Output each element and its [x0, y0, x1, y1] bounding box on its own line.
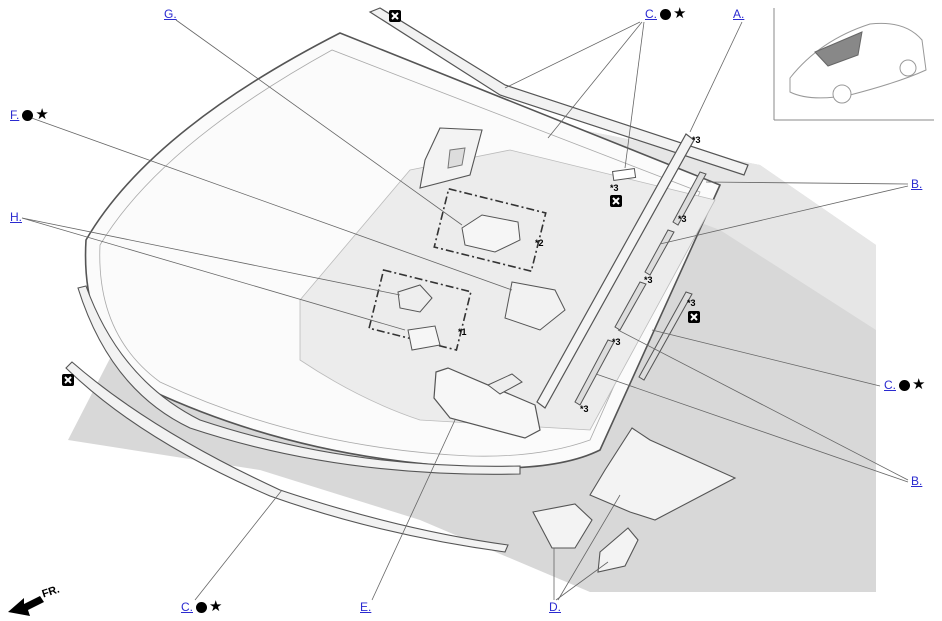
windshield-inner-edge — [99, 49, 701, 457]
callout-g[interactable]: G. — [164, 7, 177, 21]
callout-c-top-link[interactable]: C. — [645, 7, 657, 21]
circle-icon — [899, 379, 910, 391]
callout-c-bottom[interactable]: C. ★ — [181, 598, 223, 615]
callout-c-top[interactable]: C. ★ — [645, 5, 687, 22]
callout-d[interactable]: D. — [549, 600, 561, 614]
pillar-molding-left — [77, 285, 521, 475]
star-icon: ★ — [209, 598, 223, 615]
callout-a[interactable]: A. — [733, 7, 744, 21]
circle-icon — [660, 8, 671, 20]
front-direction-indicator: FR. — [6, 583, 72, 616]
callout-f[interactable]: F. ★ — [10, 106, 49, 123]
non-reusable-icon — [389, 10, 401, 22]
circle-icon — [22, 109, 34, 121]
callout-c-right-link[interactable]: C. — [884, 378, 896, 392]
callout-b-bottom[interactable]: B. — [911, 474, 922, 488]
circle-icon — [196, 601, 207, 613]
non-reusable-icon — [688, 311, 700, 323]
callout-b-top-link[interactable]: B. — [911, 177, 923, 191]
sensor-cover-top — [419, 127, 483, 189]
callout-d-link[interactable]: D. — [549, 600, 561, 614]
callout-h-link[interactable]: H. — [10, 210, 22, 224]
callout-c-bottom-link[interactable]: C. — [181, 600, 193, 614]
note-3: *3 — [612, 337, 621, 347]
callout-e-link[interactable]: E. — [360, 600, 372, 614]
callout-g-link[interactable]: G. — [164, 7, 177, 21]
front-label: FR. — [40, 583, 62, 601]
callout-b-bottom-link[interactable]: B. — [911, 474, 923, 488]
note-3: *3 — [678, 214, 687, 224]
rearview-mirror — [433, 367, 541, 439]
note-3: *3 — [687, 298, 696, 308]
callout-c-right[interactable]: C. ★ — [884, 376, 926, 393]
star-icon: ★ — [35, 106, 49, 123]
note-3: *3 — [692, 135, 701, 145]
callout-e[interactable]: E. — [360, 600, 371, 614]
camera-bracket — [461, 214, 521, 253]
front-arrow-icon — [8, 596, 44, 616]
callout-f-link[interactable]: F. — [10, 108, 20, 122]
note-3: *3 — [610, 183, 619, 193]
star-icon: ★ — [673, 5, 687, 22]
rain-sensor — [397, 284, 433, 313]
non-reusable-icon — [62, 374, 74, 386]
pillar-garnish — [536, 133, 695, 409]
callout-a-link[interactable]: A. — [733, 7, 745, 21]
sensor-bracket — [407, 325, 441, 351]
lower-molding — [65, 361, 509, 553]
note-1: *1 — [458, 327, 467, 337]
note-3: *3 — [580, 404, 589, 414]
callout-b-top[interactable]: B. — [911, 177, 922, 191]
roof-molding — [368, 7, 749, 176]
mirror-cover-left — [532, 503, 593, 549]
leader-lines — [21, 19, 909, 601]
bracket-group-2 — [433, 187, 547, 273]
callout-h[interactable]: H. — [10, 210, 22, 224]
mirror-connector — [487, 373, 523, 395]
non-reusable-icon — [610, 195, 622, 207]
clip-strips — [574, 171, 707, 406]
note-3: *3 — [644, 275, 653, 285]
vin-sticker — [611, 167, 637, 182]
camera-module — [504, 281, 566, 331]
star-icon: ★ — [912, 376, 926, 393]
note-2: *2 — [535, 238, 544, 248]
mirror-cover-large — [589, 427, 737, 521]
vehicle-inset — [773, 8, 934, 121]
